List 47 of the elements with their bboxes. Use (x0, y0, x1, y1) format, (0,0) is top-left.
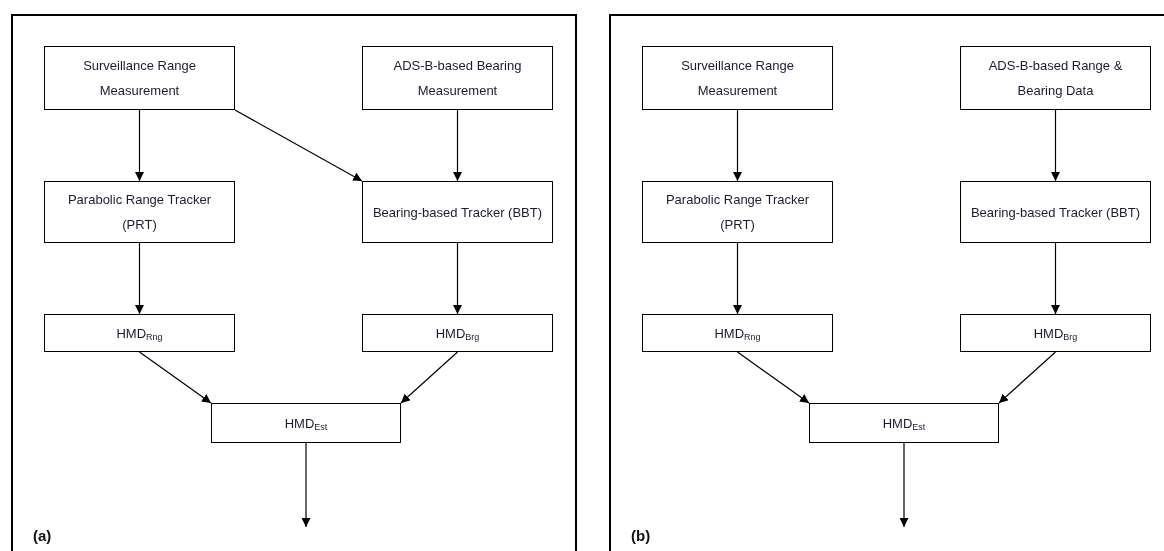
process-box (44, 314, 235, 352)
process-box (362, 46, 553, 110)
arrow (135, 109, 144, 182)
box-label: Parabolic Range Tracker (PRT) (664, 191, 811, 234)
arrow (453, 242, 462, 315)
box-label: Surveillance Range Measurement (680, 57, 795, 100)
arrow (234, 109, 363, 182)
process-box (642, 181, 833, 243)
box-label: ADS-B-based Range & Bearing Data (987, 57, 1124, 100)
panel-frame (11, 14, 577, 551)
process-box (44, 181, 235, 243)
arrow (733, 242, 742, 315)
arrow (998, 351, 1057, 404)
arrow (1051, 109, 1060, 182)
box-label: ADS-B-based Bearing Measurement (392, 57, 523, 100)
process-box (960, 314, 1151, 352)
process-box (44, 46, 235, 110)
process-box (642, 46, 833, 110)
box-label: HMD$_{Est}$ (283, 414, 329, 434)
process-box (211, 403, 401, 443)
arrow (736, 351, 810, 404)
arrow (899, 442, 909, 528)
arrow (301, 442, 311, 528)
arrow (135, 242, 144, 315)
process-box (809, 403, 999, 443)
arrow (1051, 242, 1060, 315)
arrow (138, 351, 212, 404)
box-label: HMD$_{Rng}$ (115, 324, 164, 344)
box-label: Surveillance Range Measurement (82, 57, 197, 100)
box-label: HMD$_{Rng}$ (713, 324, 762, 344)
process-box (960, 181, 1151, 243)
process-box (642, 314, 833, 352)
box-label: HMD$_{Brg}$ (434, 324, 481, 344)
box-label: Parabolic Range Tracker (PRT) (66, 191, 213, 234)
box-label: HMD$_{Est}$ (881, 414, 927, 434)
box-label: HMD$_{Brg}$ (1032, 324, 1079, 344)
box-label: Bearing-based Tracker (BBT) (969, 203, 1142, 222)
arrow (453, 109, 462, 182)
process-box (362, 314, 553, 352)
panel-label: (b) (631, 527, 651, 544)
process-box (960, 46, 1151, 110)
box-label: Bearing-based Tracker (BBT) (371, 203, 544, 222)
panel-frame (609, 14, 1164, 551)
process-box (362, 181, 553, 243)
panel-label: (a) (33, 527, 52, 544)
arrow (733, 109, 742, 182)
arrow (400, 351, 459, 404)
